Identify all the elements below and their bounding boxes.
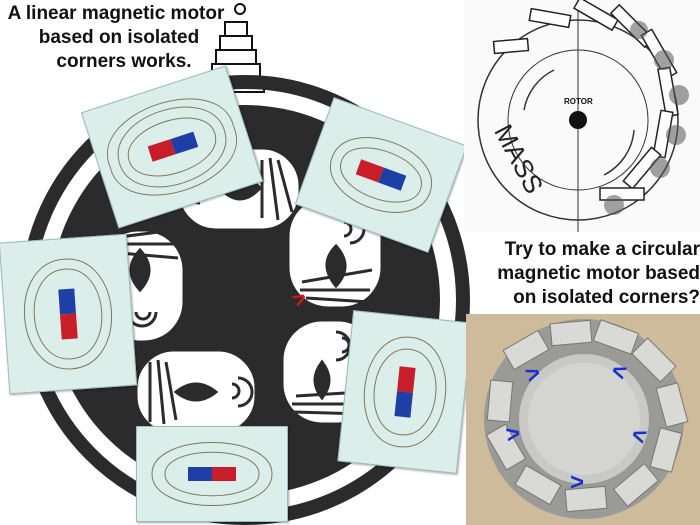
caption-line: magnetic motor based: [497, 263, 700, 284]
horseshoe-magnet-icon: [148, 359, 254, 425]
circular-motor-caption: Try to make a circular magnetic motor ba…: [462, 238, 700, 310]
magnetic-field-photo: [337, 310, 473, 474]
rotor-diagram: ROTOR MASS: [464, 0, 700, 232]
linear-motor-caption: A linear magnetic motor based on isolate…: [0, 2, 232, 74]
magnetic-field-photo: [80, 65, 264, 229]
magnetic-field-photo: [0, 233, 138, 395]
caption-line: A linear magnetic motor: [7, 3, 225, 24]
mass-label: MASS: [488, 119, 549, 198]
blue-arrow-marker: >: [504, 420, 522, 449]
magnetic-field-photo: [294, 97, 468, 253]
ring-magnet-photo: > > > > >: [466, 314, 700, 525]
caption-line: corners works.: [56, 51, 192, 72]
caption-line: Try to make a circular: [504, 239, 700, 260]
caption-line: based on isolated: [38, 27, 200, 48]
rotor-label: ROTOR: [564, 97, 593, 106]
magnetic-field-photo: [136, 426, 288, 522]
caption-line: on isolated corners?: [513, 287, 700, 308]
blue-arrow-marker: >: [570, 469, 584, 496]
